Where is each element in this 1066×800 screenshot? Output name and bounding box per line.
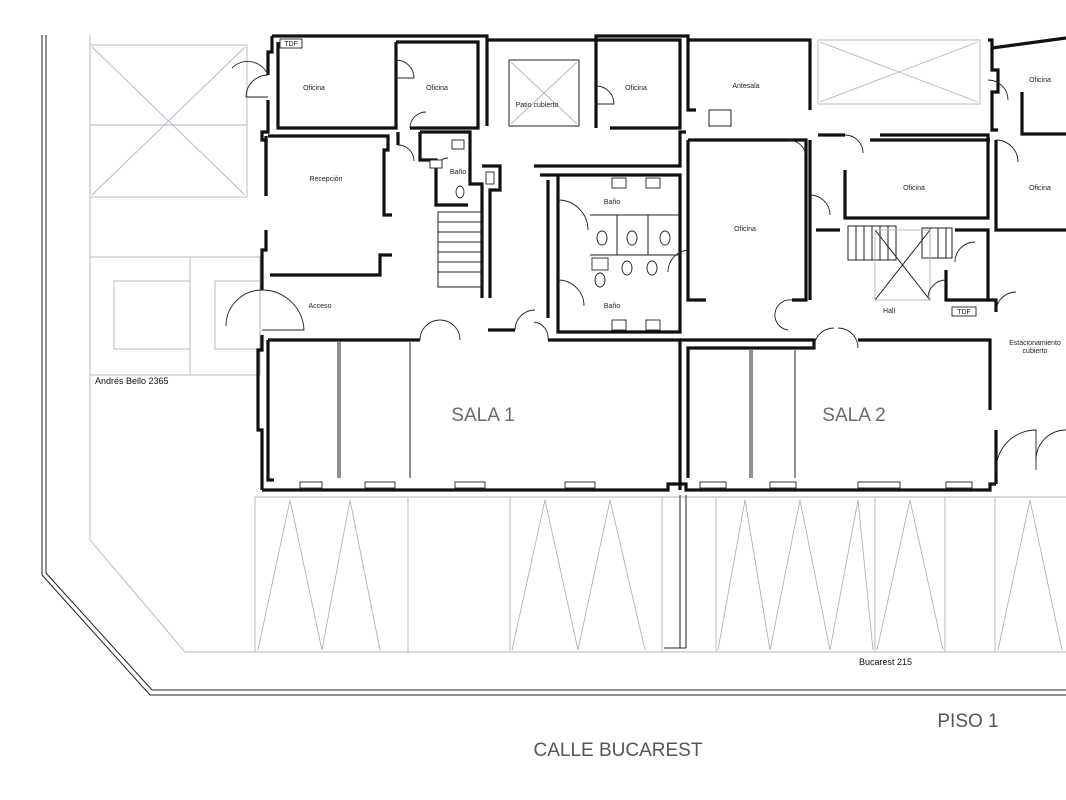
acceso-label: Acceso — [309, 303, 332, 310]
oficina-right-mid-label: Oficina — [903, 185, 925, 192]
sala-1-label: SALA 1 — [451, 405, 514, 426]
sala-2-label: SALA 2 — [822, 405, 885, 426]
address-labels: Andrés Bello 2365 Bucarest 215 — [95, 376, 912, 667]
oficina-right-top-label: Oficina — [1029, 77, 1051, 84]
oficina-right-mid2-label: Oficina — [1029, 185, 1051, 192]
interior-walls — [264, 38, 1066, 490]
floor-label: PISO 1 — [937, 711, 998, 732]
tdf-top-label: TDF — [284, 41, 298, 48]
bucarest-address: Bucarest 215 — [859, 657, 912, 667]
estacionamiento-label: Estacionamiento cubierto — [1009, 340, 1061, 355]
doors — [225, 59, 1066, 471]
light-wells — [508, 39, 981, 127]
bano-small-label: Baño — [450, 169, 466, 176]
oficina-center-label: Oficina — [734, 226, 756, 233]
front-parking — [254, 495, 1066, 652]
left-courtyard — [89, 44, 261, 376]
bano-top-label: Baño — [604, 199, 620, 206]
oficina-top-1-label: Oficina — [303, 85, 325, 92]
andres-bello-address: Andrés Bello 2365 — [95, 376, 169, 386]
tdf-right-label: TDF — [957, 309, 971, 316]
street-label: CALLE BUCAREST — [534, 740, 703, 761]
hall-label: Hall — [883, 308, 896, 315]
bano-bottom-label: Baño — [604, 303, 620, 310]
bathroom-fixtures — [429, 139, 680, 331]
recepcion-label: Recepción — [309, 176, 342, 183]
patio-cubierto-label: Patio cubierto — [516, 102, 559, 109]
stairs — [437, 211, 953, 301]
oficina-top-3-label: Oficina — [625, 85, 647, 92]
oficina-top-2-label: Oficina — [426, 85, 448, 92]
antesala-label: Antesala — [732, 83, 759, 90]
room-labels: TDF Oficina Oficina Patio cubierto Ofici… — [279, 38, 1061, 426]
